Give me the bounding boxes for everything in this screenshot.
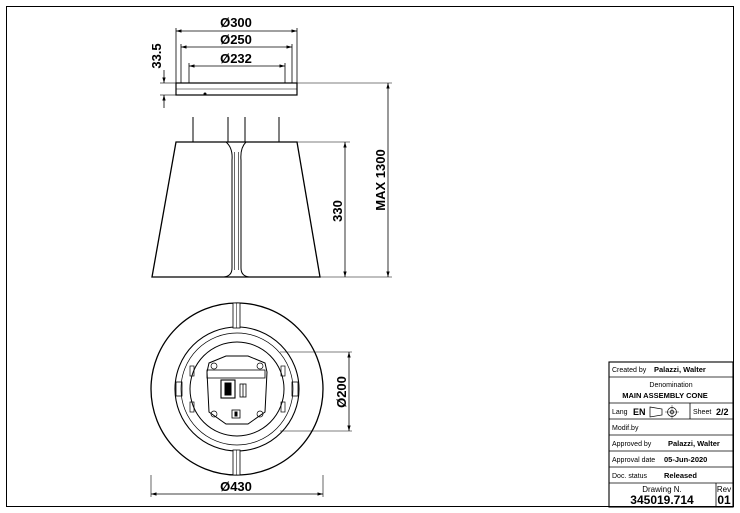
lang-label: Lang bbox=[612, 409, 628, 416]
dim-collar-height: 33.5 bbox=[149, 43, 164, 68]
approved-by-label: Approved by bbox=[612, 441, 652, 448]
rev-value: 01 bbox=[717, 493, 731, 507]
drawing-number-label: Drawing N. bbox=[642, 485, 682, 494]
outer-rim bbox=[150, 302, 324, 476]
denomination-label: Denomination bbox=[649, 382, 692, 389]
title-block bbox=[608, 361, 734, 508]
dim-plan-outer-diameter: Ø430 bbox=[220, 479, 252, 494]
modif-by-label: Modif.by bbox=[612, 425, 639, 432]
dim-inner-diameter-top: Ø232 bbox=[220, 51, 252, 66]
drawing-border bbox=[6, 6, 734, 507]
projection-symbol-icon bbox=[649, 405, 679, 419]
dim-cone-height: 330 bbox=[330, 200, 345, 222]
drawing-number-value: 345019.714 bbox=[630, 493, 694, 507]
rev-label: Rev bbox=[717, 485, 731, 494]
created-by-label: Created by bbox=[612, 367, 647, 374]
inner-mount-ring bbox=[189, 341, 285, 437]
sheet-value: 2/2 bbox=[716, 407, 729, 417]
dim-plan-inner-diameter: Ø200 bbox=[334, 376, 349, 408]
approved-by-value: Palazzi, Walter bbox=[668, 439, 720, 448]
lang-value: EN bbox=[633, 407, 646, 417]
plan-dimension-lines bbox=[151, 352, 351, 496]
dim-mid-diameter-top: Ø250 bbox=[220, 32, 252, 47]
doc-status-value: Released bbox=[664, 471, 697, 480]
plan-view bbox=[150, 302, 352, 497]
dim-max-height: MAX 1300 bbox=[373, 149, 388, 210]
dim-outer-diameter-top: Ø300 bbox=[220, 15, 252, 30]
denomination-value: MAIN ASSEMBLY CONE bbox=[622, 391, 708, 400]
approval-date-value: 05-Jun-2020 bbox=[664, 455, 707, 464]
sheet-label: Sheet bbox=[693, 409, 711, 416]
approval-date-label: Approval date bbox=[612, 457, 655, 464]
side-elevation-view bbox=[151, 28, 392, 278]
cone-body bbox=[151, 141, 321, 278]
created-by-value: Palazzi, Walter bbox=[654, 365, 706, 374]
side-dimension-lines bbox=[162, 29, 390, 277]
doc-status-label: Doc. status bbox=[612, 473, 648, 480]
